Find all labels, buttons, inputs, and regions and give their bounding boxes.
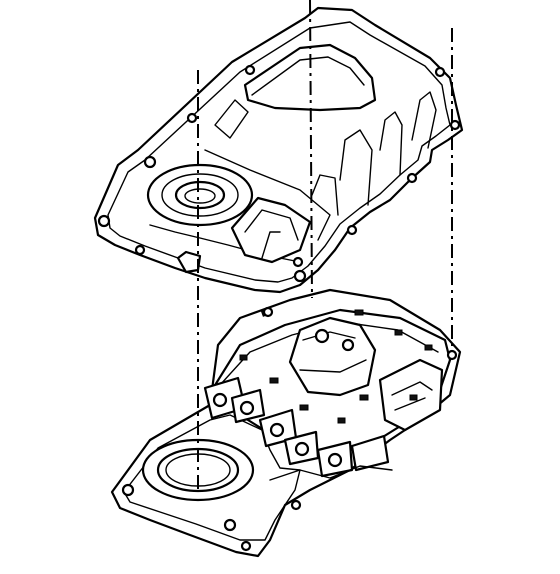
alignment-line-center (309, 0, 313, 299)
lower-valve-body-plate (110, 288, 462, 558)
upper-cover-housing (93, 6, 464, 294)
alignment-lines (197, 0, 453, 490)
